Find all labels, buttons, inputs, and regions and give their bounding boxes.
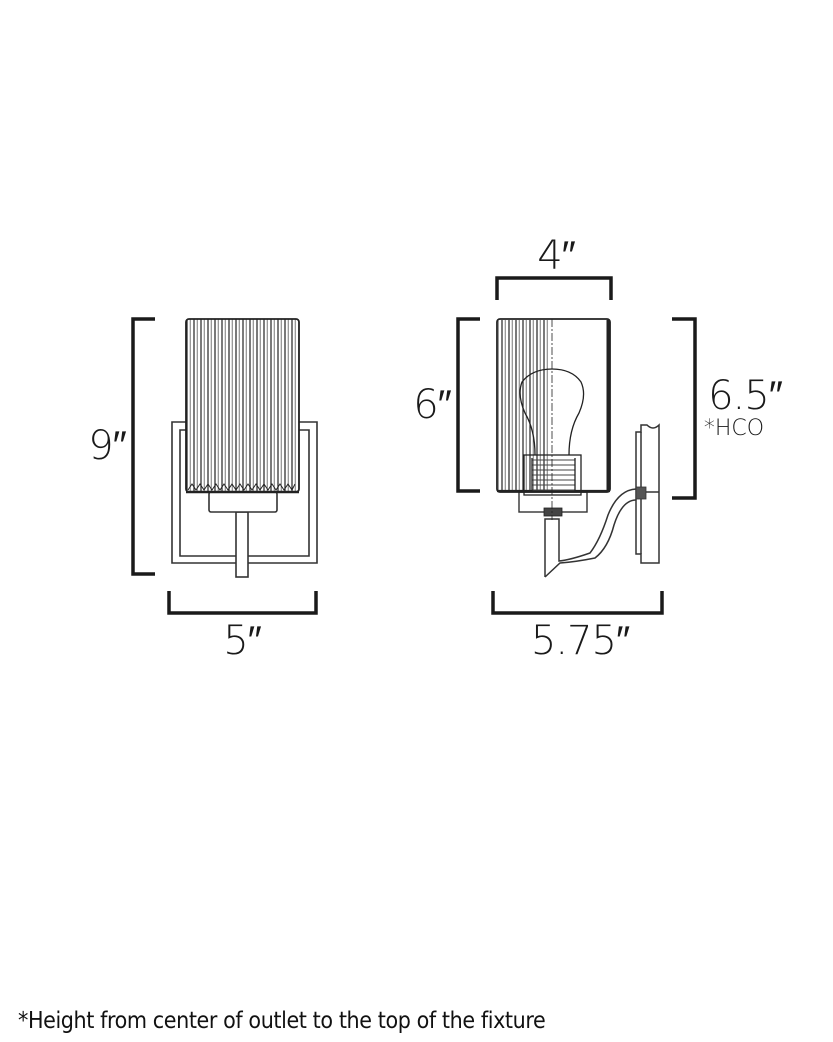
label-shade-height-6in: 6″: [413, 382, 452, 428]
stem-front: [235, 511, 249, 578]
label-width-5in: 5″: [223, 618, 262, 664]
front-view: [131, 317, 318, 615]
label-extension-5-75in: 5.75″: [530, 618, 630, 664]
ribbed-shade-front: [185, 318, 300, 494]
side-view: [456, 276, 697, 615]
label-height-9in: 9″: [88, 423, 127, 469]
socket-cup-front: [208, 491, 278, 513]
width-bracket-5-75in: [491, 591, 664, 615]
shade-side: [496, 318, 611, 493]
hco-bracket-6-5in: [672, 317, 697, 500]
arm-side: [544, 488, 637, 578]
wall-plate-side: [635, 423, 660, 564]
height-bracket-6in: [456, 317, 480, 493]
width-bracket-5in: [167, 591, 318, 615]
width-bracket-4in: [495, 276, 613, 300]
footnote-hco-definition: *Height from center of outlet to the top…: [18, 1008, 546, 1034]
light-bulb-side: [519, 368, 585, 496]
label-shade-width-4in: 4″: [537, 233, 576, 279]
label-hco-6-5in: 6.5″: [708, 373, 783, 419]
height-bracket-9in: [131, 317, 155, 576]
label-hco-note: *HCO: [703, 416, 765, 441]
socket-nut: [543, 507, 563, 517]
